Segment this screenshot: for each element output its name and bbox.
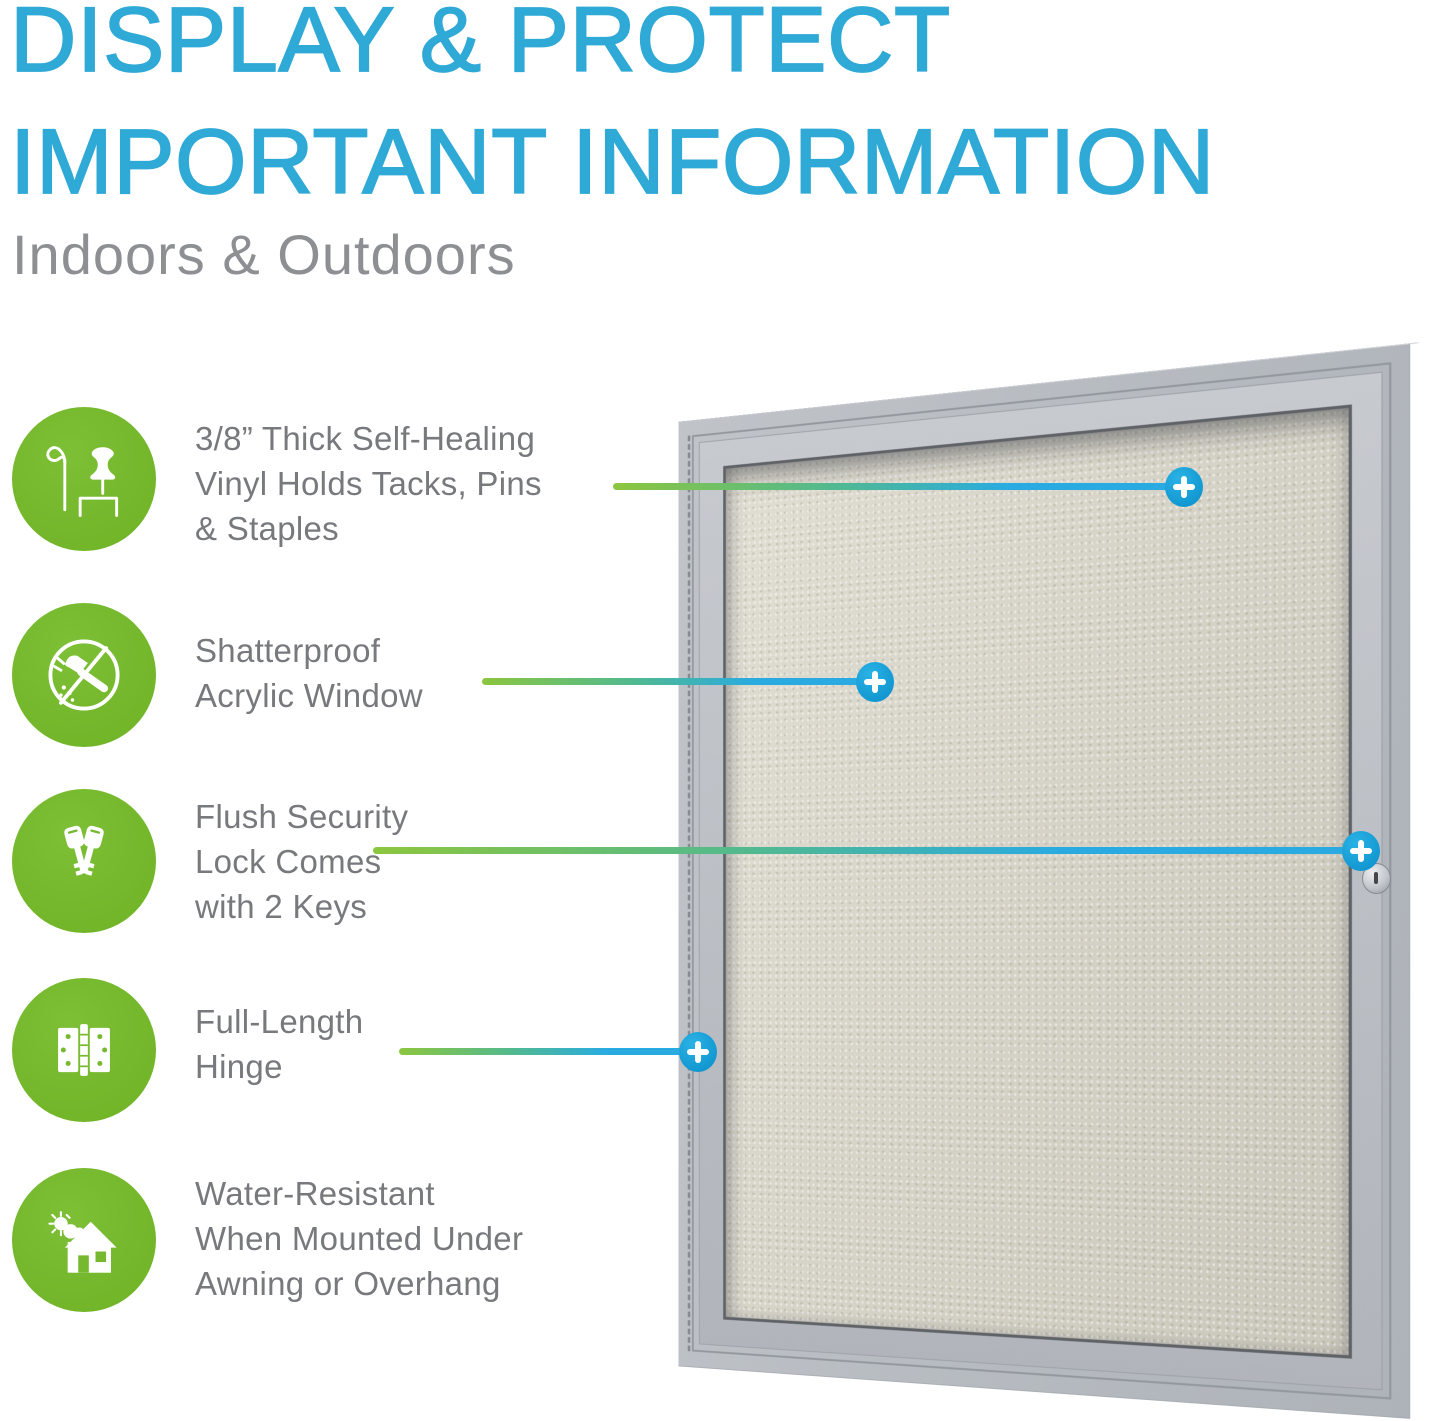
vinyl-tack-surface (725, 407, 1349, 1356)
bulletin-board (645, 329, 1431, 1418)
feature-text-acrylic: Shatterproof Acrylic Window (195, 628, 665, 718)
page-title-line2: IMPORTANT INFORMATION (9, 110, 1215, 214)
callout-line-hinge (399, 1048, 698, 1055)
plus-icon (1350, 840, 1372, 862)
full-length-hinge-icon (12, 978, 156, 1122)
feature-line: with 2 Keys (195, 888, 368, 925)
feature-text-hinge: Full-Length Hinge (195, 999, 665, 1089)
security-lock-keys-icon (12, 789, 156, 933)
feature-line: Vinyl Holds Tacks, Pins (195, 465, 542, 502)
plus-icon (864, 671, 886, 693)
feature-line: Shatterproof (195, 632, 381, 669)
page-title: DISPLAY & PROTECT IMPORTANT INFORMATION (9, 0, 1215, 223)
feature-line: Full-Length (195, 1003, 364, 1040)
callout-marker-lock (1342, 831, 1380, 871)
feature-line: & Staples (195, 510, 339, 547)
plus-icon (687, 1041, 709, 1063)
feature-line: Acrylic Window (195, 677, 423, 714)
feature-line: Lock Comes (195, 843, 382, 880)
feature-line: 3/8” Thick Self-Healing (195, 420, 536, 457)
callout-marker-acrylic (856, 662, 894, 702)
feature-text-lock: Flush Security Lock Comes with 2 Keys (195, 794, 665, 929)
feature-line: Hinge (195, 1048, 283, 1085)
cabinet-front-frame (678, 329, 1431, 1418)
plus-icon (1173, 476, 1195, 498)
feature-line: Water-Resistant (195, 1175, 435, 1212)
callout-marker-hinge (679, 1032, 717, 1072)
callout-line-lock (373, 847, 1361, 854)
cabinet (678, 329, 1431, 1418)
page-title-line1: DISPLAY & PROTECT (9, 0, 951, 92)
cabinet-top-edge (683, 329, 1431, 423)
tacks-pins-staples-icon (12, 407, 156, 551)
feature-line: Flush Security (195, 798, 409, 835)
callout-line-vinyl (613, 483, 1184, 490)
feature-line: Awning or Overhang (195, 1265, 501, 1302)
feature-text-vinyl: 3/8” Thick Self-Healing Vinyl Holds Tack… (195, 416, 665, 551)
water-resistant-house-icon (12, 1168, 156, 1312)
page-subtitle: Indoors & Outdoors (12, 223, 516, 286)
callout-line-acrylic (482, 678, 875, 685)
feature-line: When Mounted Under (195, 1220, 524, 1257)
feature-text-water-resistant: Water-Resistant When Mounted Under Awnin… (195, 1171, 665, 1306)
callout-marker-vinyl (1165, 467, 1203, 507)
keyhole-slot-icon (1374, 872, 1378, 884)
hinge-seam (687, 435, 691, 1352)
shatterproof-hammer-icon (12, 603, 156, 747)
